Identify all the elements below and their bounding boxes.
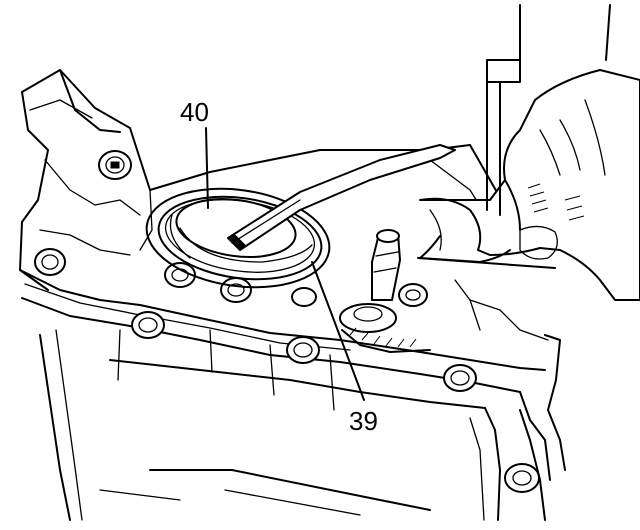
callout-label-40: 40 <box>180 97 209 127</box>
bolt <box>504 463 540 493</box>
bolt <box>286 336 320 364</box>
bolt <box>220 277 252 303</box>
bolt <box>291 287 317 307</box>
callout-label-39: 39 <box>349 406 378 436</box>
bolt <box>443 364 477 392</box>
leader-lines <box>205 127 365 401</box>
leader-39 <box>311 261 365 401</box>
bolt <box>98 150 132 180</box>
leader-40 <box>205 127 209 209</box>
oil-pan <box>39 329 546 521</box>
bolt <box>34 248 66 276</box>
seal <box>145 187 331 289</box>
hand <box>417 69 640 301</box>
bolt <box>131 311 165 339</box>
bracket <box>486 4 611 216</box>
selector-shaft <box>339 229 431 353</box>
tool <box>227 144 456 251</box>
bolt-group <box>34 150 540 493</box>
bolt <box>398 283 428 307</box>
